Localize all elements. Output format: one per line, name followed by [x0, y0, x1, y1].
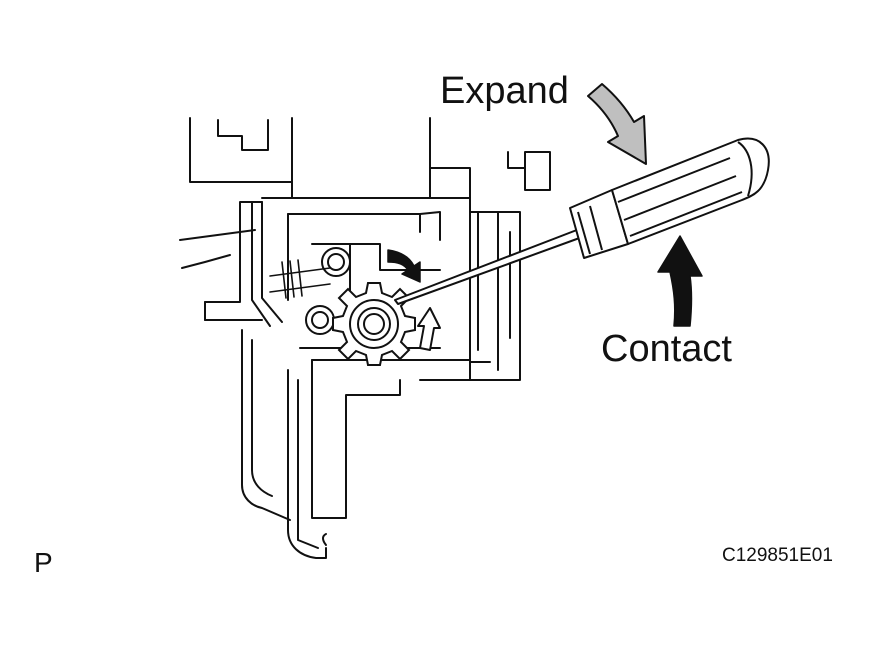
spring	[269, 259, 331, 299]
gear-rotation-arrow	[387, 249, 421, 283]
screwdriver	[394, 137, 770, 305]
left-bracket	[179, 201, 283, 327]
expand-label: Expand	[440, 70, 569, 112]
expand-arrow	[587, 83, 647, 165]
figure-code: C129851E01	[722, 545, 833, 566]
upper-housing	[189, 117, 551, 199]
lower-pin	[305, 305, 335, 335]
contact-arrow	[657, 235, 703, 327]
upper-pin	[321, 247, 351, 277]
gear	[332, 282, 416, 366]
view-marker: P	[34, 547, 53, 578]
gear-push-arrow	[417, 307, 441, 351]
contact-label: Contact	[601, 328, 732, 370]
